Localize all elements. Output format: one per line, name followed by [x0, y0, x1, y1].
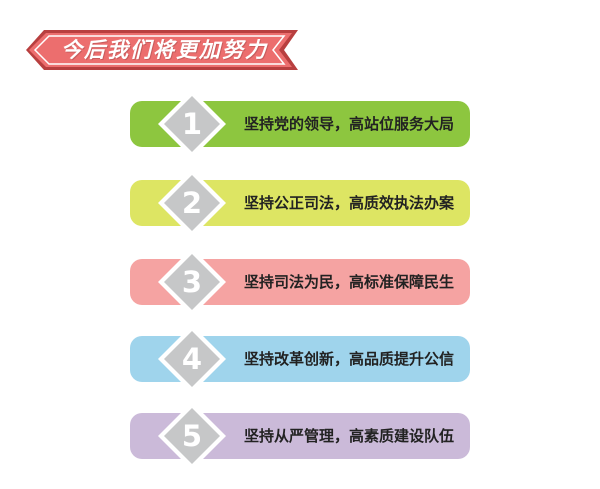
diamond-shape [158, 402, 226, 470]
item-text: 坚持党的领导，高站位服务大局 [244, 115, 455, 133]
item-number: 4 [181, 342, 203, 376]
list-item-2: 2 坚持公正司法，高质效执法办案 [130, 169, 470, 237]
banner-shape [26, 30, 298, 70]
item-text: 坚持从严管理，高素质建设队伍 [244, 427, 455, 445]
list-item-1: 1 坚持党的领导，高站位服务大局 [130, 90, 470, 158]
diamond-shape [158, 169, 226, 237]
diamond-shape [158, 325, 226, 393]
list-item-5: 5 坚持从严管理，高素质建设队伍 [130, 402, 470, 470]
number-diamond: 3 [157, 247, 227, 317]
banner-title: 今后我们将更加努力 [61, 37, 268, 62]
number-diamond: 5 [157, 401, 227, 471]
item-number: 1 [181, 107, 203, 141]
diamond-shape [158, 90, 226, 158]
item-text: 坚持公正司法，高质效执法办案 [244, 194, 455, 212]
list-item-4: 4 坚持改革创新，高品质提升公信 [130, 325, 470, 393]
number-diamond: 1 [157, 89, 227, 159]
item-text: 坚持司法为民，高标准保障民生 [244, 273, 455, 291]
item-number: 2 [181, 186, 203, 220]
item-number: 5 [181, 419, 203, 453]
list-item-3: 3 坚持司法为民，高标准保障民生 [130, 248, 470, 316]
number-diamond: 4 [157, 324, 227, 394]
item-number: 3 [181, 265, 203, 299]
number-diamond: 2 [157, 168, 227, 238]
diamond-shape [158, 248, 226, 316]
title-banner: 今后我们将更加努力 [26, 27, 298, 73]
item-text: 坚持改革创新，高品质提升公信 [244, 350, 455, 368]
